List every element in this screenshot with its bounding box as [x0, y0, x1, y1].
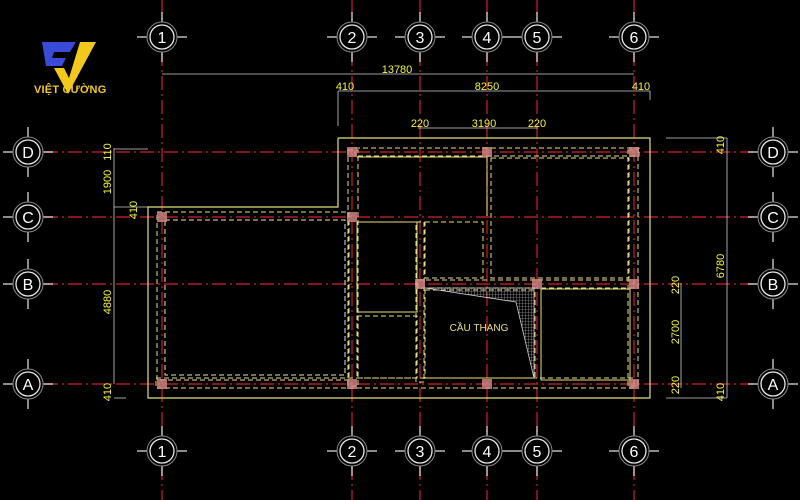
- bubble-bottom-1-inner: [149, 438, 175, 464]
- room-left-beam: [156, 211, 350, 381]
- dim-top-left-410: 410: [336, 81, 354, 93]
- room-mid-beam: [424, 221, 484, 279]
- column-6A: [629, 379, 639, 389]
- bubble-left-B-label: B: [23, 277, 34, 294]
- dim-top-3190: 3190: [472, 118, 496, 130]
- bubble-top-2-label: 2: [348, 30, 357, 47]
- room-mid-left: [356, 221, 418, 313]
- stair-hatch: [424, 287, 535, 379]
- column-2C: [347, 212, 357, 222]
- bubble-bottom-2-label: 2: [348, 444, 357, 461]
- dim-right-6780: 6780: [715, 254, 727, 278]
- dim-top-220-right: 220: [528, 118, 546, 130]
- room-bottom-right: [540, 288, 631, 381]
- bubble-left-B-inner: [15, 271, 41, 297]
- bubble-bottom-3-label: 3: [416, 444, 425, 461]
- bubble-bottom-3-inner: [407, 438, 433, 464]
- walls: [147, 137, 651, 399]
- room-left-beam-inner: [164, 219, 346, 376]
- bubble-left-D-inner: [15, 139, 41, 165]
- bubble-right-B-inner: [760, 271, 786, 297]
- dim-left-1900: 1900: [102, 170, 114, 194]
- bubble-left-A-inner: [15, 371, 41, 397]
- dim-top-overall: 13780: [382, 64, 413, 76]
- outer-wall: [147, 137, 651, 399]
- bubble-top-2-inner: [339, 24, 365, 50]
- dim-left-110: 110: [102, 143, 114, 161]
- room-bottom-left-beam: [356, 315, 418, 379]
- bubble-right-D-inner: [760, 139, 786, 165]
- bubble-top-5-inner: [524, 24, 550, 50]
- dim-top-8250: 8250: [475, 81, 499, 93]
- bubble-left-C-label: C: [22, 210, 34, 227]
- bubble-top-3-inner: [407, 24, 433, 50]
- column-2A: [347, 379, 357, 389]
- bubble-bottom-6-label: 6: [630, 444, 639, 461]
- stair: CẦU THANG: [424, 287, 535, 379]
- bubble-right-D-label: D: [767, 145, 779, 162]
- dim-left-a-410: 410: [102, 383, 114, 401]
- dim-left-c-410: 410: [128, 201, 140, 219]
- bubble-left-D-label: D: [22, 145, 34, 162]
- bubble-left-A-label: A: [23, 377, 34, 394]
- brand-name: VIỆT CƯỜNG: [34, 84, 107, 96]
- column-1A: [157, 379, 167, 389]
- column-6B: [629, 279, 639, 289]
- dim-top-right-410: 410: [632, 81, 650, 93]
- bubble-right-A-inner: [760, 371, 786, 397]
- columns: [157, 147, 639, 389]
- viet-cuong-logo-icon: [42, 42, 96, 94]
- bubble-top-1-inner: [149, 24, 175, 50]
- bubble-right-C-label: C: [767, 210, 779, 227]
- bubble-bottom-4-label: 4: [483, 444, 492, 461]
- dim-right-a-220: 220: [670, 376, 682, 394]
- column-5B: [532, 279, 542, 289]
- bubble-top-3-label: 3: [416, 30, 425, 47]
- bubble-left-C-inner: [15, 204, 41, 230]
- dim-top-220-left: 220: [411, 118, 429, 130]
- bubble-bottom-5-label: 5: [533, 444, 542, 461]
- beam-3: [415, 221, 425, 383]
- bubble-right-A-label: A: [768, 377, 779, 394]
- dim-right-a-410: 410: [715, 383, 727, 401]
- dim-right-2700: 2700: [670, 320, 682, 344]
- bubble-top-6-label: 6: [630, 30, 639, 47]
- room-top-right-beam: [490, 157, 630, 279]
- bubble-bottom-6-inner: [621, 438, 647, 464]
- bubble-top-4-inner: [474, 24, 500, 50]
- column-1C: [157, 212, 167, 222]
- beams: [155, 147, 640, 389]
- column-6D: [629, 147, 639, 157]
- dim-left-4880: 4880: [102, 290, 114, 314]
- bubble-right-C-inner: [760, 204, 786, 230]
- room-top-left-outline: [357, 156, 488, 216]
- column-3B: [415, 279, 425, 289]
- bubble-bottom-1-label: 1: [158, 444, 167, 461]
- bubble-right-B-label: B: [768, 277, 779, 294]
- bubble-top-4-label: 4: [483, 30, 492, 47]
- bubble-bottom-2-inner: [339, 438, 365, 464]
- dim-right-d-410: 410: [715, 136, 727, 154]
- bubble-top-6-inner: [621, 24, 647, 50]
- bubble-bottom-4-inner: [474, 438, 500, 464]
- column-4A: [482, 379, 492, 389]
- bubble-bottom-5-inner: [524, 438, 550, 464]
- stair-label: CẦU THANG: [450, 321, 509, 334]
- dim-right-b-220: 220: [670, 276, 682, 294]
- column-4D: [482, 147, 492, 157]
- bubble-top-5-label: 5: [533, 30, 542, 47]
- bubble-top-1-label: 1: [158, 30, 167, 47]
- dimension-lines: 13780 410 8250 410 220 3190 220 110 1900 410 4880 4…: [102, 64, 728, 401]
- column-2D: [347, 147, 357, 157]
